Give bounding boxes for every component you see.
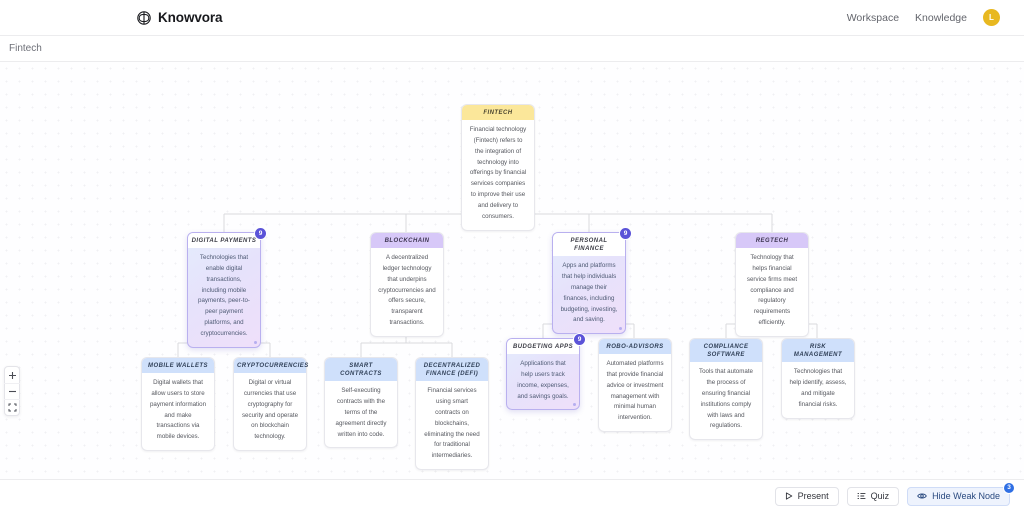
list-icon	[857, 492, 866, 500]
node-title: BLOCKCHAIN	[371, 233, 443, 249]
resize-handle[interactable]	[573, 403, 576, 407]
hide-weak-node-button[interactable]: Hide Weak Node 3	[907, 481, 1015, 506]
mindmap-node-risk-management[interactable]: RISK MANAGEMENT Technologies that help i…	[781, 338, 855, 419]
zoom-in-button[interactable]	[4, 367, 20, 383]
node-description: Technology that helps financial service …	[746, 254, 798, 327]
mindmap-node-digital-payments[interactable]: 9 DIGITAL PAYMENTS Technologies that ena…	[187, 227, 267, 348]
node-badge[interactable]: 9	[619, 227, 632, 240]
top-nav-links: Workspace Knowledge L	[847, 9, 1000, 26]
node-description: Digital wallets that allow users to stor…	[149, 379, 207, 441]
node-title: SMART CONTRACTS	[325, 358, 397, 382]
node-description: Technologies that help identify, assess,…	[789, 368, 847, 408]
resize-handle[interactable]	[619, 327, 622, 331]
breadcrumb[interactable]: Fintech	[9, 43, 42, 54]
node-description: Self-executing contracts with the terms …	[335, 387, 387, 438]
mindmap-node-mobile-wallets[interactable]: MOBILE WALLETS Digital wallets that allo…	[141, 357, 215, 452]
zoom-out-button[interactable]	[4, 383, 20, 399]
quiz-label: Quiz	[870, 491, 890, 501]
nav-item-workspace[interactable]: Workspace	[846, 11, 900, 24]
node-badge[interactable]: 9	[254, 227, 267, 240]
avatar[interactable]: L	[983, 9, 1000, 26]
node-title: DECENTRALIZED FINANCE (DEFI)	[416, 358, 488, 382]
present-button[interactable]: Present	[774, 486, 839, 506]
node-description: Tools that automate the process of ensur…	[698, 368, 753, 430]
node-title: COMPLIANCE SOFTWARE	[690, 339, 762, 363]
brand-name: Knowvora	[158, 10, 223, 25]
brand-logo[interactable]: Knowvora	[136, 10, 223, 26]
mindmap-node-personal-finance[interactable]: 9 PERSONAL FINANCE Apps and platforms th…	[552, 227, 632, 335]
bottom-toolbar: Present Quiz Hide Weak Node 3	[0, 479, 1024, 512]
node-title: BUDGETING APPS	[507, 339, 579, 355]
node-description: Apps and platforms that help individuals…	[560, 262, 618, 324]
mindmap-node-compliance-software[interactable]: COMPLIANCE SOFTWARE Tools that automate …	[689, 338, 763, 441]
node-title: REGTECH	[736, 233, 808, 249]
node-title: PERSONAL FINANCE	[553, 233, 625, 257]
mindmap-node-robo-advisors[interactable]: ROBO-ADVISORS Automated platforms that p…	[598, 338, 672, 433]
nav-item-knowledge[interactable]: Knowledge	[915, 11, 967, 24]
hide-weak-node-badge: 3	[1003, 481, 1015, 494]
node-description: Applications that help users track incom…	[517, 360, 569, 400]
node-title: FINTECH	[462, 105, 534, 121]
node-title: ROBO-ADVISORS	[599, 339, 671, 355]
zoom-controls	[4, 366, 20, 416]
mindmap-node-root[interactable]: FINTECH Financial technology (Fintech) r…	[461, 104, 535, 231]
resize-handle[interactable]	[254, 340, 257, 344]
node-description: Technologies that enable digital transac…	[198, 254, 250, 337]
node-description: Automated platforms that provide financi…	[606, 360, 664, 422]
fit-view-button[interactable]	[4, 399, 20, 415]
node-title: CRYPTOCURRENCIES	[234, 358, 308, 374]
present-label: Present	[797, 491, 829, 501]
mindmap-node-blockchain[interactable]: BLOCKCHAIN A decentralized ledger techno…	[370, 232, 444, 337]
node-badge[interactable]: 9	[573, 333, 586, 346]
node-description: Financial technology (Fintech) refers to…	[469, 126, 527, 220]
hide-weak-node-label: Hide Weak Node	[932, 491, 1000, 501]
node-title: DIGITAL PAYMENTS	[188, 233, 260, 249]
node-description: Financial services using smart contracts…	[424, 387, 480, 460]
mindmap-node-decentralized-finance[interactable]: DECENTRALIZED FINANCE (DEFI) Financial s…	[415, 357, 489, 471]
node-title: MOBILE WALLETS	[142, 358, 214, 374]
node-description: A decentralized ledger technology that u…	[378, 254, 436, 327]
top-navigation-bar: Knowvora Workspace Knowledge L	[0, 0, 1024, 36]
quiz-button[interactable]: Quiz	[846, 486, 900, 506]
node-description: Digital or virtual currencies that use c…	[241, 379, 299, 441]
mindmap-canvas[interactable]: FINTECH Financial technology (Fintech) r…	[0, 62, 1024, 512]
brain-icon	[136, 10, 152, 26]
mindmap-node-smart-contracts[interactable]: SMART CONTRACTS Self-executing contracts…	[324, 357, 398, 449]
mindmap-node-regtech[interactable]: REGTECH Technology that helps financial …	[735, 232, 809, 337]
mindmap-node-budgeting-apps[interactable]: 9 BUDGETING APPS Applications that help …	[506, 333, 586, 411]
node-title: RISK MANAGEMENT	[782, 339, 854, 363]
play-icon	[785, 492, 793, 500]
breadcrumb-bar: Fintech	[0, 36, 1024, 62]
mindmap-node-cryptocurrencies[interactable]: CRYPTOCURRENCIES Digital or virtual curr…	[233, 357, 308, 452]
eye-icon	[917, 492, 927, 500]
